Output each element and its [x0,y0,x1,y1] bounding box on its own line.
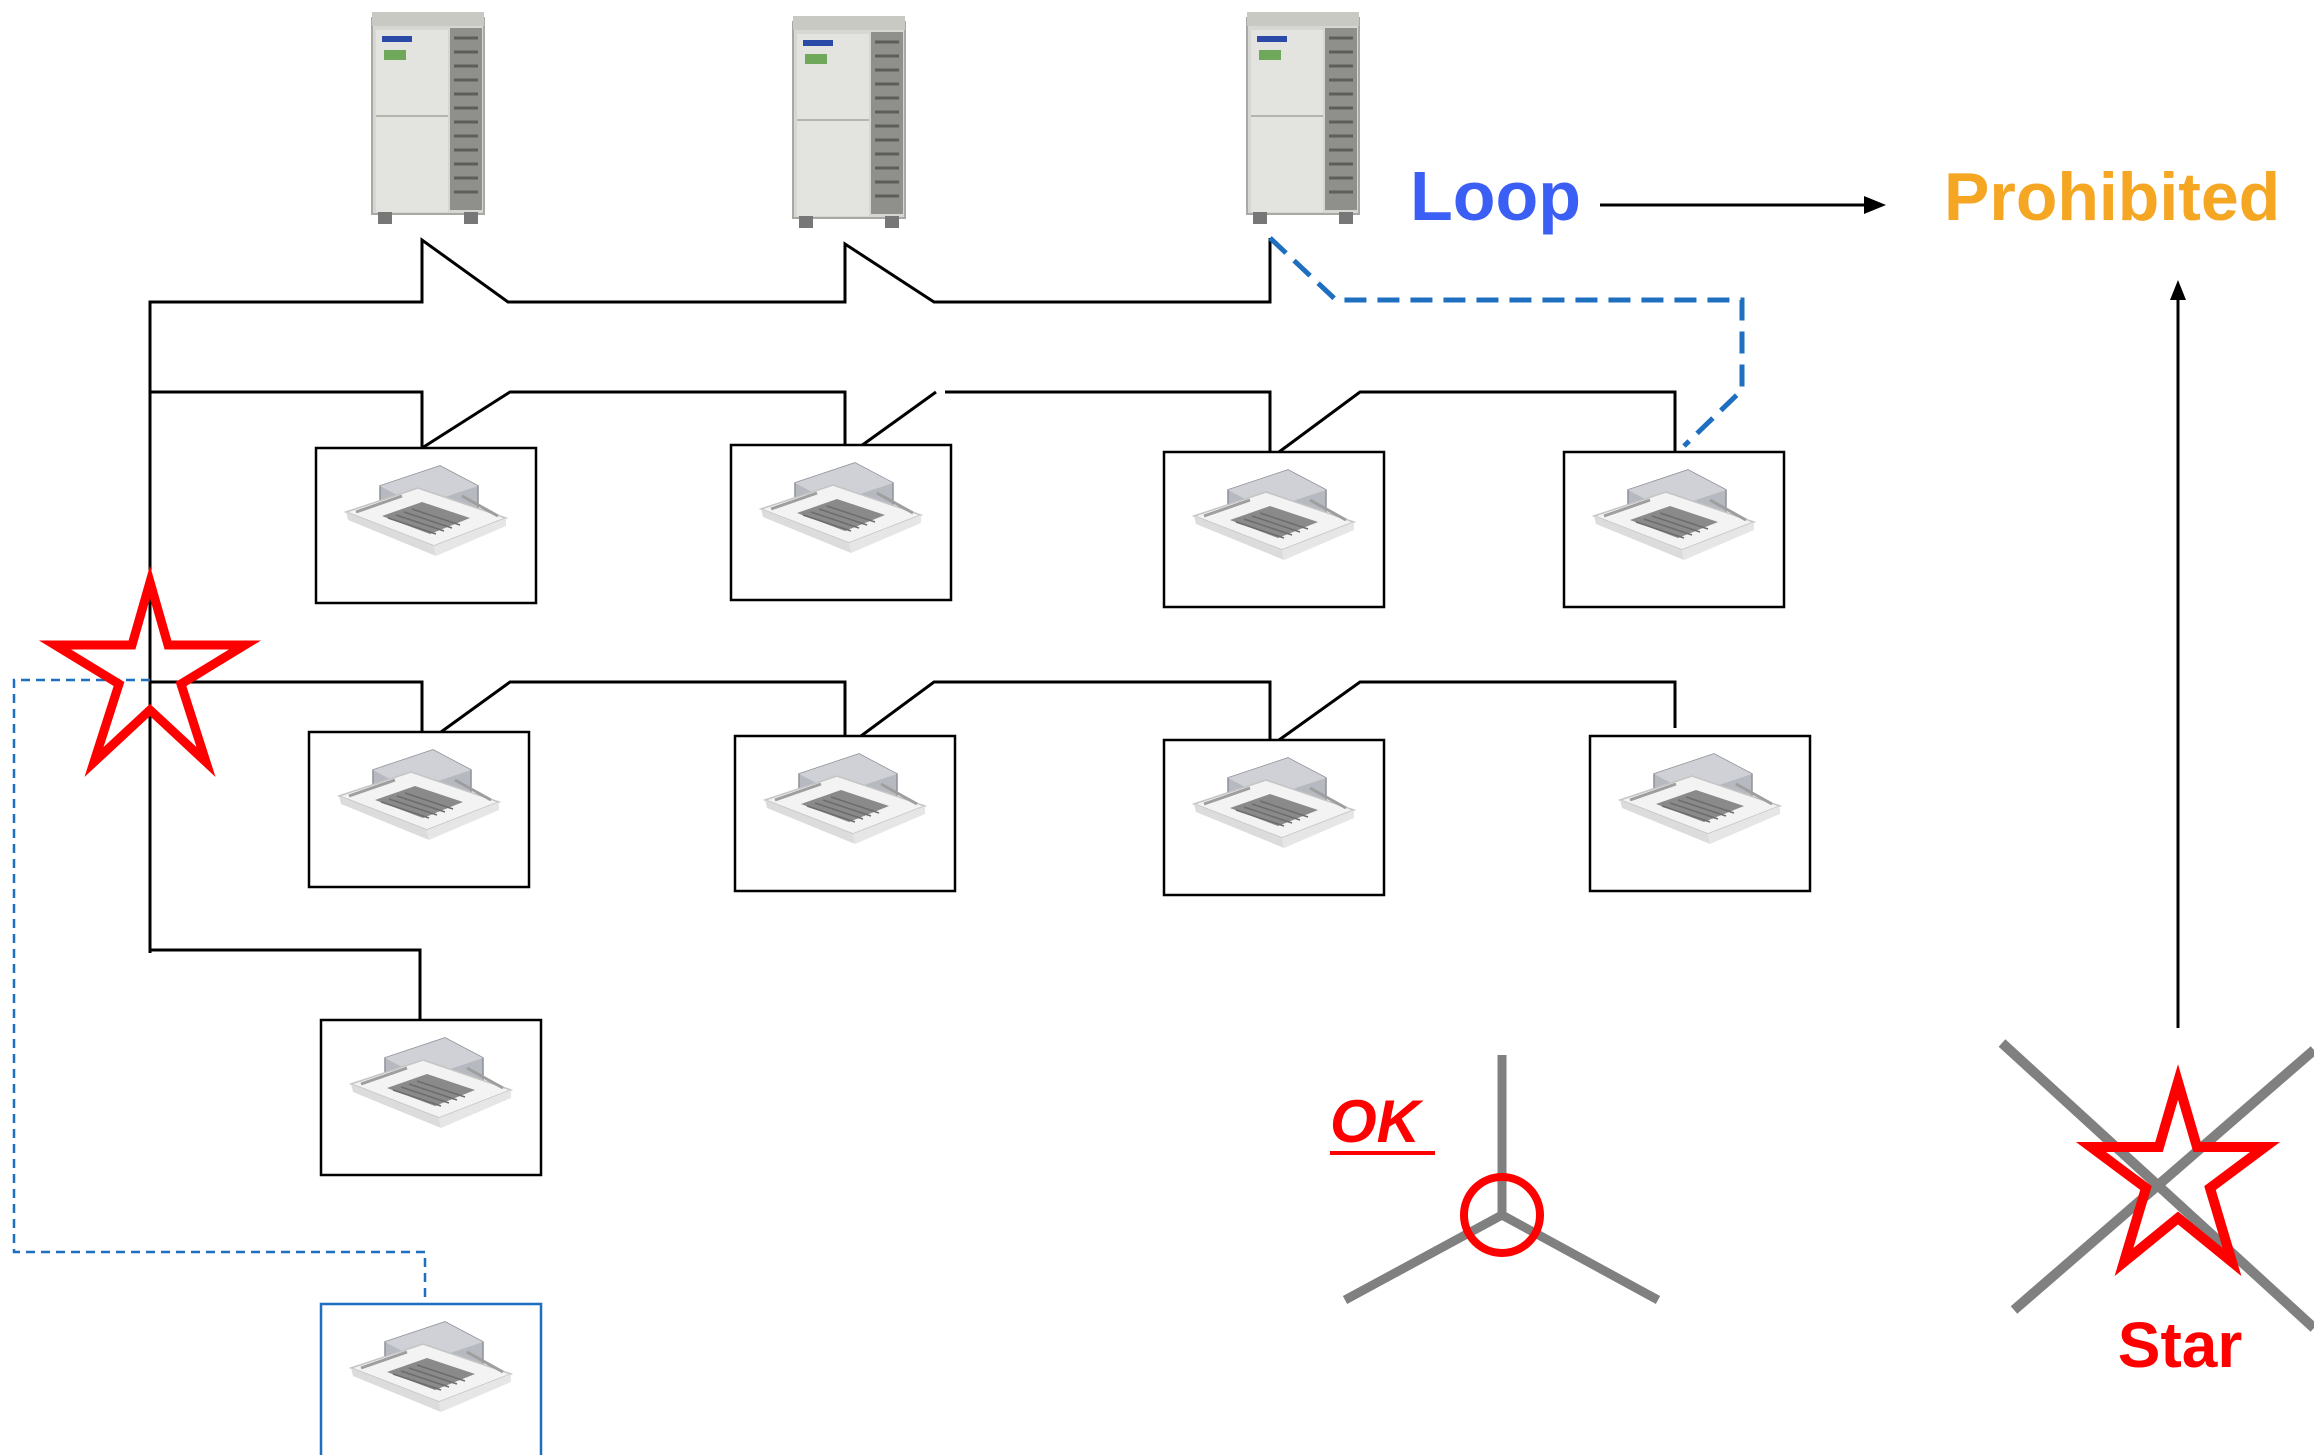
loop-label: Loop [1410,157,1581,235]
arrow-icon-loop [1864,196,1886,214]
indoor-unit [1588,734,1812,893]
star-outline-icon [2075,1064,2281,1277]
indoor-unit [314,446,538,605]
indoor-unit [729,443,953,602]
star-label: Star [2118,1309,2243,1381]
piping-lines [148,203,2180,1028]
star-dashed-pipe [12,678,427,1304]
indoor-unit [733,734,957,893]
outdoor-unit-2 [791,14,907,230]
indoor-unit [307,730,531,889]
junction-circle [1460,1173,1544,1257]
loop-dashed-pipe [1268,236,1745,448]
star-outline-icon [38,565,262,777]
indoor-unit [319,1018,543,1177]
arrow-icon-star [2170,280,2186,300]
indoor-unit [1162,450,1386,609]
outdoor-unit-1 [370,10,486,226]
x-cross-icon [1998,1039,2314,1332]
indoor-unit-dashed [319,1302,543,1455]
indoor-unit [1162,738,1386,897]
outdoor-unit-3 [1245,10,1361,226]
indoor-unit [1562,450,1786,609]
ok-label: OK [1330,1088,1424,1155]
y-junction-icon [1342,1055,1661,1304]
prohibited-label: Prohibited [1944,159,2280,235]
